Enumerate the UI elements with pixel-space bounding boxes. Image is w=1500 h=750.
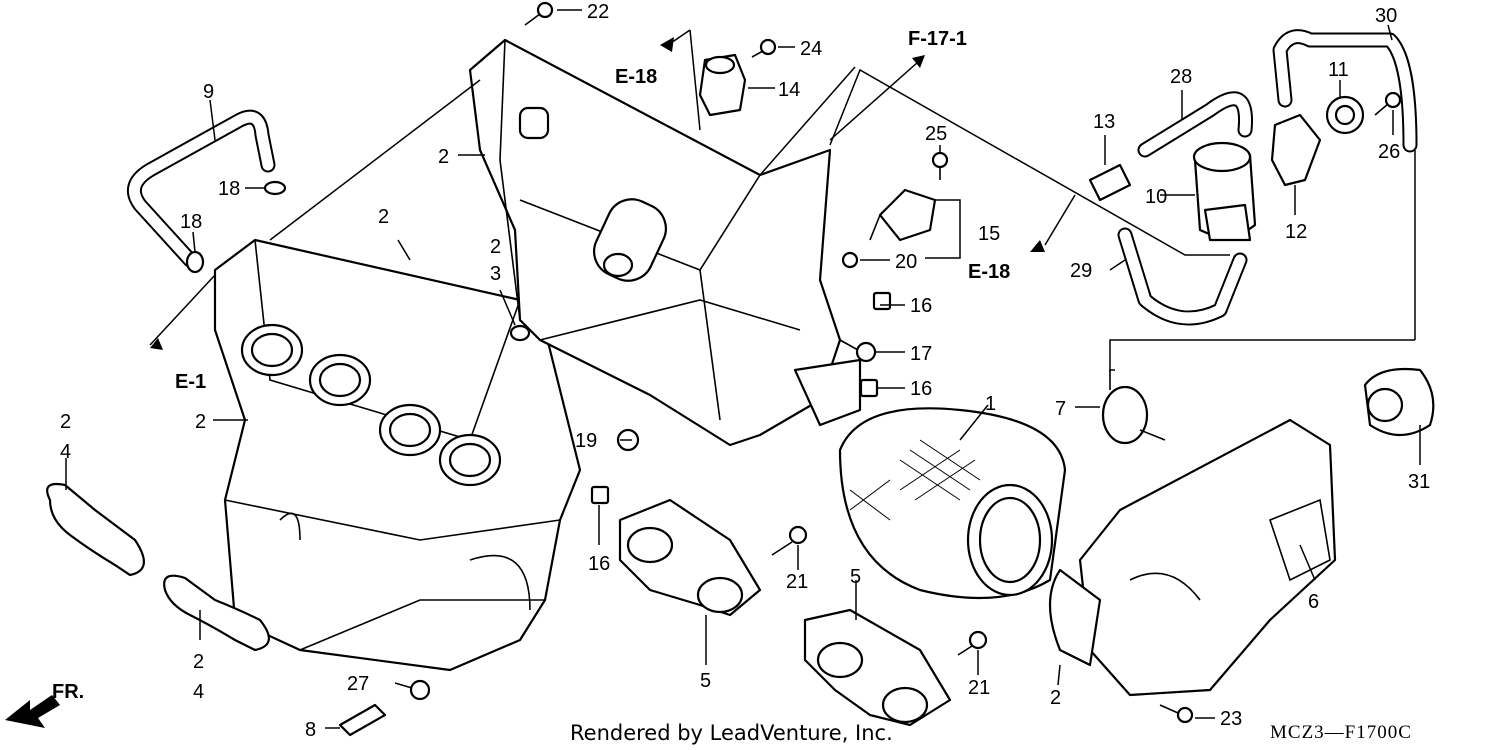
callout-2: 2 <box>378 206 389 228</box>
part-22-screw[interactable] <box>524 1 554 26</box>
air-cleaner-case-lower[interactable] <box>213 238 582 672</box>
reference-arrows <box>150 29 1045 350</box>
callout-5: 5 <box>850 566 861 588</box>
part-13-connector[interactable] <box>1088 163 1132 202</box>
part-9-breather-hose[interactable] <box>126 109 276 268</box>
callout-22: 22 <box>587 1 609 23</box>
callout-labels: 1 2 2 2 2 2 2 2 3 4 4 5 5 6 7 8 9 10 11 … <box>60 1 1430 741</box>
part-17-bolt[interactable] <box>839 339 877 363</box>
callout-24: 24 <box>800 38 822 60</box>
part-16-nut-b[interactable] <box>859 378 879 398</box>
leader-lines <box>65 9 1421 729</box>
callout-6: 6 <box>1308 591 1319 613</box>
part-10-canister[interactable] <box>1192 141 1257 242</box>
callout-2: 2 <box>193 651 204 673</box>
callout-31: 31 <box>1408 471 1430 493</box>
callout-21: 21 <box>786 571 808 593</box>
part-4-gasket-upper[interactable] <box>46 482 145 577</box>
part-5-bracket-upper[interactable] <box>618 498 762 617</box>
callout-16: 16 <box>910 295 932 317</box>
callout-13: 13 <box>1093 111 1115 133</box>
callout-17: 17 <box>910 343 932 365</box>
callout-20: 20 <box>895 251 917 273</box>
part-26-screw[interactable] <box>1374 91 1402 116</box>
ref-e18-right: E-18 <box>968 261 1010 283</box>
front-label: FR. <box>52 681 84 703</box>
ref-e1: E-1 <box>175 371 206 393</box>
callout-4: 4 <box>60 441 71 463</box>
part-28-hose[interactable] <box>1137 91 1254 158</box>
callout-1: 1 <box>985 393 996 415</box>
part-21-bolt-b[interactable] <box>957 630 988 656</box>
part-25-screw[interactable] <box>931 151 949 180</box>
callout-27: 27 <box>347 673 369 695</box>
callout-21: 21 <box>968 677 990 699</box>
part-16-nut-c[interactable] <box>590 485 610 505</box>
callout-2: 2 <box>438 146 449 168</box>
part-23-screw[interactable] <box>1159 704 1194 724</box>
part-15-sensor[interactable] <box>869 188 937 242</box>
callout-30: 30 <box>1375 5 1397 27</box>
diagram-code: MCZ3—F1700C <box>1270 722 1412 743</box>
part-31-cap[interactable] <box>1363 367 1435 436</box>
part-21-bolt-a[interactable] <box>771 525 808 556</box>
callout-14: 14 <box>778 79 800 101</box>
part-24-screw[interactable] <box>751 38 777 58</box>
callout-26: 26 <box>1378 141 1400 163</box>
part-11-cap[interactable] <box>1325 95 1365 135</box>
callout-16: 16 <box>588 553 610 575</box>
callout-2: 2 <box>195 411 206 433</box>
part-1-air-cleaner-element[interactable] <box>838 407 1067 600</box>
part-16-nut-a[interactable] <box>872 291 892 311</box>
part-12-valve[interactable] <box>1270 113 1322 187</box>
callout-15: 15 <box>978 223 1000 245</box>
callout-23: 23 <box>1220 708 1242 730</box>
part-5-bracket-lower[interactable] <box>803 608 952 727</box>
callout-10: 10 <box>1145 186 1167 208</box>
front-direction-marker: FR. <box>5 681 84 728</box>
callout-12: 12 <box>1285 221 1307 243</box>
callout-11: 11 <box>1328 59 1349 81</box>
callout-29: 29 <box>1070 260 1092 282</box>
ref-f17-1: F-17-1 <box>908 28 967 50</box>
part-6-cover[interactable] <box>1048 418 1337 697</box>
air-cleaner-case-upper[interactable] <box>468 38 862 447</box>
part-4-gasket-lower[interactable] <box>163 574 270 652</box>
part-14-sensor[interactable] <box>698 53 747 117</box>
part-27-clamp[interactable] <box>409 679 431 701</box>
callout-28: 28 <box>1170 66 1192 88</box>
callout-8: 8 <box>305 719 316 741</box>
part-3-grommet[interactable] <box>509 324 531 342</box>
callout-9: 9 <box>203 81 214 103</box>
part-29-hose[interactable] <box>1117 227 1248 326</box>
callout-18: 18 <box>218 178 240 200</box>
callout-4: 4 <box>193 681 204 703</box>
callout-16: 16 <box>910 378 932 400</box>
callout-2: 2 <box>490 236 501 258</box>
callout-7: 7 <box>1055 398 1066 420</box>
part-18-clips[interactable] <box>185 180 287 274</box>
callout-18: 18 <box>180 211 202 233</box>
callout-19: 19 <box>575 430 597 452</box>
part-7-valve[interactable] <box>1101 369 1166 445</box>
callout-2: 2 <box>60 411 71 433</box>
rendered-by-credit: Rendered by LeadVenture, Inc. <box>570 721 893 745</box>
part-30-hose[interactable] <box>1272 29 1418 153</box>
callout-3: 3 <box>490 263 501 285</box>
part-8-clip[interactable] <box>338 703 387 737</box>
callout-25: 25 <box>925 123 947 145</box>
part-20-oring[interactable] <box>841 251 859 269</box>
callout-5: 5 <box>700 670 711 692</box>
callout-2: 2 <box>1050 687 1061 709</box>
ref-e18-top: E-18 <box>615 66 657 88</box>
reference-labels: E-18 E-18 F-17-1 E-1 <box>175 28 1010 393</box>
